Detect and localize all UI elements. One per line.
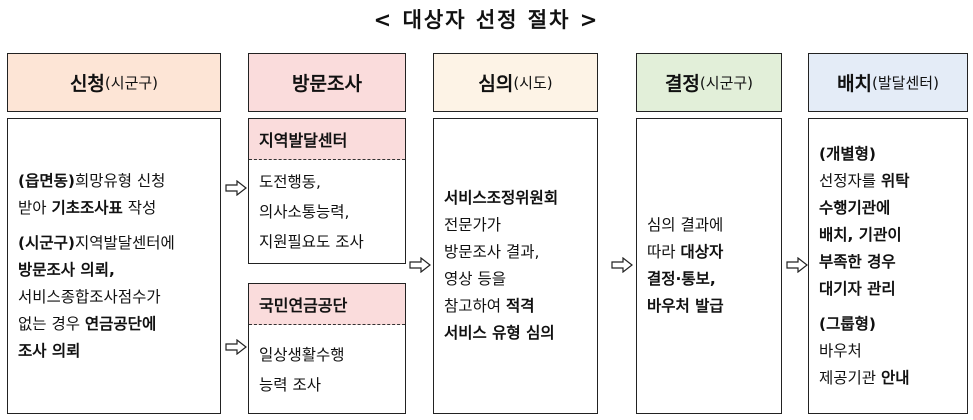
text-line: 서비스조정위원회 [444, 185, 587, 212]
text-line: 의사소통능력, [259, 203, 350, 221]
text-line: 심의 결과에 [647, 212, 771, 239]
text-line: 일상생활수행 [259, 345, 345, 364]
text-line: 방문조사 의뢰, [18, 257, 210, 284]
visit-box-center: 지역발달센터 도전행동, 의사소통능력, 지원필요도 조사 [248, 118, 406, 264]
spacer [819, 303, 957, 311]
text: 제공기관 [819, 368, 881, 387]
bold-text: (개별형) [819, 144, 876, 163]
text-line: 선정자를 위탁 [819, 168, 957, 195]
text-line: 서비스종합조사점수가 [18, 284, 210, 311]
spacer [18, 222, 210, 230]
text-line: 부족한 경우 [819, 249, 957, 276]
step-title: 심의 [478, 73, 514, 95]
step-header-review: 심의(시도) [433, 53, 598, 112]
step-title: 신청 [69, 73, 105, 95]
text-line: 결정·통보, [647, 266, 771, 293]
bold-text: 적격 [505, 297, 535, 315]
text: 받아 [18, 198, 52, 217]
bold-text: 바우처 발급 [647, 297, 724, 315]
text-line: 대기자 관리 [819, 276, 957, 303]
text: 선정자를 [819, 171, 881, 190]
diagram-title: < 대상자 선정 절차 > [373, 8, 600, 32]
bold-text: (그룹형) [819, 314, 876, 333]
text-line: 참고하여 적격 [444, 293, 587, 320]
text: 영상 등을 [444, 270, 506, 288]
step-header-decision: 결정(시군구) [636, 53, 782, 112]
sub-body: 도전행동, 의사소통능력, 지원필요도 조사 [249, 161, 405, 263]
arrow-right-icon [225, 339, 247, 355]
text: 참고하여 [444, 297, 506, 315]
arrow-right-icon [225, 180, 247, 196]
text-line: 서비스 유형 심의 [444, 320, 587, 347]
bold-text: 위탁 [880, 171, 910, 190]
arrow-right-icon [786, 257, 808, 273]
step-header-apply: 신청(시군구) [7, 53, 221, 112]
step-title: 배치 [837, 73, 873, 95]
text: 지역발달센터에 [74, 233, 175, 252]
step-agency: (시군구) [699, 74, 754, 92]
bold-text: 방문조사 의뢰, [18, 260, 115, 279]
bold-text: 배치, 기관이 [819, 225, 902, 244]
step-agency: (발달센터) [872, 74, 939, 92]
step-title: 방문조사 [292, 73, 362, 95]
sub-header: 국민연금공단 [249, 284, 405, 325]
text: 전문가가 [444, 216, 502, 234]
text: 따라 [647, 243, 681, 261]
sub-header: 지역발달센터 [249, 119, 405, 160]
text-line: 전문가가 [444, 212, 587, 239]
text-line: 없는 경우 연금공단에 [18, 311, 210, 338]
text: 바우처 [819, 341, 862, 360]
text-line: 조사 의뢰 [18, 338, 210, 365]
text-line: 지원필요도 조사 [259, 233, 364, 251]
text-line: 바우처 [819, 338, 957, 365]
text-line: 바우처 발급 [647, 293, 771, 320]
text-line: 도전행동, [259, 173, 321, 191]
text-line: (그룹형) [819, 311, 957, 338]
step-agency: (시군구) [104, 74, 159, 92]
text-line: (읍면동)희망유형 신청 [18, 168, 210, 195]
bold-text: (읍면동) [18, 171, 75, 190]
bold-text: 대상자 [680, 243, 724, 261]
step-title: 결정 [664, 73, 700, 95]
text-line: (개별형) [819, 141, 957, 168]
text: 없는 경우 [18, 314, 85, 333]
bold-text: (시군구) [18, 233, 75, 252]
bold-text: 안내 [880, 368, 910, 387]
text-line: 수행기관에 [819, 195, 957, 222]
text-line: 영상 등을 [444, 266, 587, 293]
arrow-right-icon [611, 257, 633, 273]
step-header-placement: 배치(발달센터) [808, 53, 968, 112]
text-line: (시군구)지역발달센터에 [18, 230, 210, 257]
bold-text: 서비스 유형 심의 [444, 324, 555, 342]
text: 서비스종합조사점수가 [18, 287, 161, 306]
step-agency: (시도) [513, 74, 553, 92]
bold-text: 결정·통보, [647, 270, 716, 288]
text-line: 배치, 기관이 [819, 222, 957, 249]
bold-text: 서비스조정위원회 [444, 189, 559, 207]
text-line: 방문조사 결과, [444, 239, 587, 266]
text-line: 능력 조사 [259, 375, 321, 394]
text: 희망유형 신청 [74, 171, 166, 190]
bold-text: 수행기관에 [819, 198, 891, 217]
bold-text: 조사 의뢰 [18, 341, 81, 360]
bold-text: 부족한 경우 [819, 252, 896, 271]
text-line: 받아 기초조사표 작성 [18, 195, 210, 222]
bold-text: 연금공단에 [84, 314, 157, 333]
text: 방문조사 결과, [444, 243, 540, 261]
text-line: 제공기관 안내 [819, 365, 957, 392]
step-header-visit: 방문조사 [248, 53, 406, 112]
text: 심의 결과에 [647, 216, 724, 234]
bold-text: 기초조사표 [51, 198, 123, 217]
arrow-right-icon [409, 257, 431, 273]
bold-text: 대기자 관리 [819, 279, 896, 298]
text: 작성 [122, 198, 157, 217]
text-line: 따라 대상자 [647, 239, 771, 266]
